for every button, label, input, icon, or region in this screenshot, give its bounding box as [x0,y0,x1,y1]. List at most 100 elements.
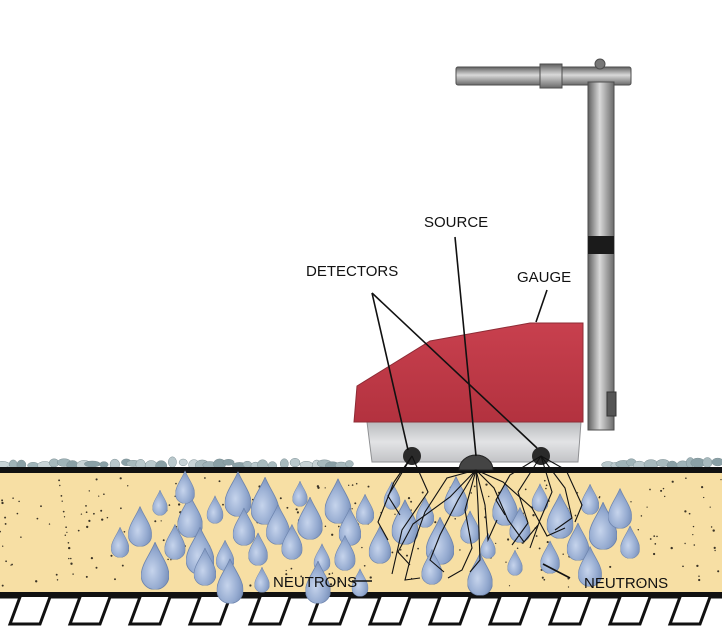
soil-speck [351,508,353,510]
soil-speck [101,518,104,521]
soil-speck [459,549,461,551]
soil-speck [717,570,720,573]
soil-speck [88,519,91,523]
soil-speck [485,483,488,486]
soil-speck [85,575,88,578]
soil-speck [127,485,129,487]
soil-speck [90,556,94,560]
soil-speck [119,477,122,480]
soil-speck [218,480,221,483]
soil-speck [337,525,340,528]
soil-speck [605,582,608,584]
soil-speck [324,525,327,528]
soil-speck [70,562,73,565]
soil-speck [701,486,704,489]
label-neutrons-left: NEUTRONS [273,574,357,591]
soil-speck [110,554,113,557]
source-icon [458,454,494,471]
soil-speck [407,497,411,500]
soil-speck [316,485,320,488]
soil-speck [692,533,694,536]
soil-speck [95,478,98,481]
soil-speck [355,482,358,485]
soil-speck [507,538,510,541]
soil-speck [663,495,666,498]
soil-speck [505,561,507,563]
soil-speck [60,495,63,497]
soil-speck [252,498,254,501]
soil-speck [630,501,632,503]
soil-speck [710,526,713,528]
soil-speck [40,505,42,508]
soil-speck [434,521,437,524]
soil-speck [324,487,326,489]
soil-speck [62,510,65,513]
label-neutrons-right: NEUTRONS [584,575,668,592]
soil-speck [68,546,71,550]
soil-speck [331,533,334,536]
gravel-stone [222,459,235,466]
soil-speck [63,516,66,518]
soil-speck [685,477,687,479]
soil-speck [329,583,333,586]
soil-speck [532,514,535,517]
soil-speck [20,536,22,538]
soil-speck [351,484,354,486]
soil-speck [649,488,651,491]
soil-speck [670,546,673,550]
gravel-stone [84,460,101,468]
gravel-stone [242,460,252,468]
soil-speck [48,523,51,525]
soil-speck [177,503,181,506]
gravel-stone [289,458,301,468]
soil-speck [688,512,691,515]
gravel-stone [702,457,713,468]
soil-speck [100,509,103,512]
soil-speck [692,525,695,528]
soil-speck [296,511,299,514]
soil-speck [55,573,58,576]
gravel-stone [711,457,722,467]
soil-speck [653,535,656,537]
soil-speck [693,544,696,546]
soil-speck [684,510,687,513]
soil-speck [72,573,74,575]
soil-speck [120,507,122,510]
soil-speck [1,501,4,505]
soil-speck [154,520,157,523]
soil-speck [80,513,83,515]
gravel-stone [99,461,109,468]
soil-speck [654,543,657,545]
soil-speck [61,500,63,502]
soil-speck [470,492,473,494]
label-gauge: GAUGE [517,269,571,286]
soil-speck [652,552,656,556]
soil-speck [85,505,87,507]
gauge-handle [455,58,632,431]
soil-speck [703,496,705,499]
soil-speck [682,565,684,568]
soil-speck [95,566,98,569]
soil-speck [348,484,350,486]
soil-speck [64,534,67,536]
soil-speck [391,551,394,554]
soil-speck [10,564,12,566]
soil-speck [12,497,14,499]
soil-speck [0,530,1,533]
soil-speck [714,549,716,552]
soil-speck [369,576,372,579]
soil-speck [4,522,7,525]
soil-speck [487,495,490,498]
soil-speck [16,512,19,515]
soil-speck [106,516,109,519]
soil-speck [646,506,648,508]
soil-speck [535,535,538,537]
soil-speck [36,517,39,520]
soil-speck [649,538,652,540]
gravel-stone [345,460,354,468]
soil-speck [65,526,67,529]
soil-speck [285,573,288,576]
soil-speck [546,541,549,544]
soil-speck [417,547,419,550]
soil-speck [103,493,105,496]
